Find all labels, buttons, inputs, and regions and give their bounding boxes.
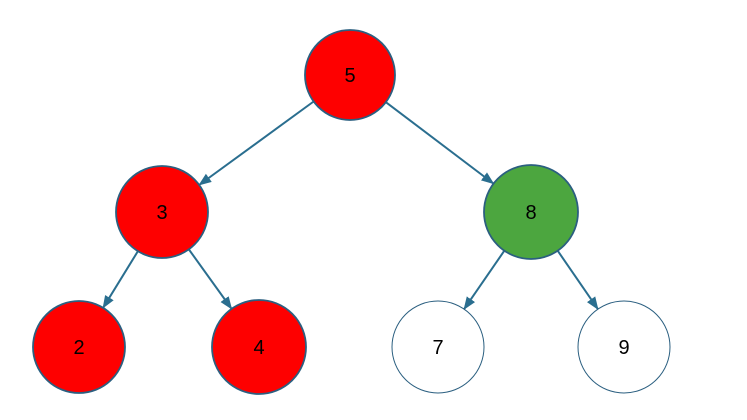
tree-node-2: 2 xyxy=(32,300,126,394)
tree-node-7: 7 xyxy=(391,300,485,394)
node-circle-4 xyxy=(211,299,307,395)
edge-3-4 xyxy=(188,248,233,311)
edge-3-2 xyxy=(101,250,139,310)
edge-8-7 xyxy=(462,250,506,311)
node-label-3: 3 xyxy=(156,202,167,224)
node-label-7: 7 xyxy=(432,337,443,359)
node-circle-8 xyxy=(483,164,579,260)
node-circle-2 xyxy=(32,300,126,394)
node-label-2: 2 xyxy=(73,337,84,359)
tree-node-3: 3 xyxy=(115,165,209,259)
node-circle-7 xyxy=(391,300,485,394)
node-circle-9 xyxy=(577,300,671,394)
tree-node-9: 9 xyxy=(577,300,671,394)
edge-8-9 xyxy=(556,250,600,311)
node-circle-5 xyxy=(304,29,396,121)
edge-5-8 xyxy=(385,101,495,186)
tree-node-4: 4 xyxy=(211,299,307,395)
tree-node-8: 8 xyxy=(483,164,579,260)
edge-5-3 xyxy=(197,100,315,187)
node-label-8: 8 xyxy=(525,202,536,224)
node-circle-3 xyxy=(115,165,209,259)
node-label-9: 9 xyxy=(618,337,629,359)
node-label-4: 4 xyxy=(253,337,264,359)
tree-node-5: 5 xyxy=(304,29,396,121)
node-label-5: 5 xyxy=(344,65,355,87)
